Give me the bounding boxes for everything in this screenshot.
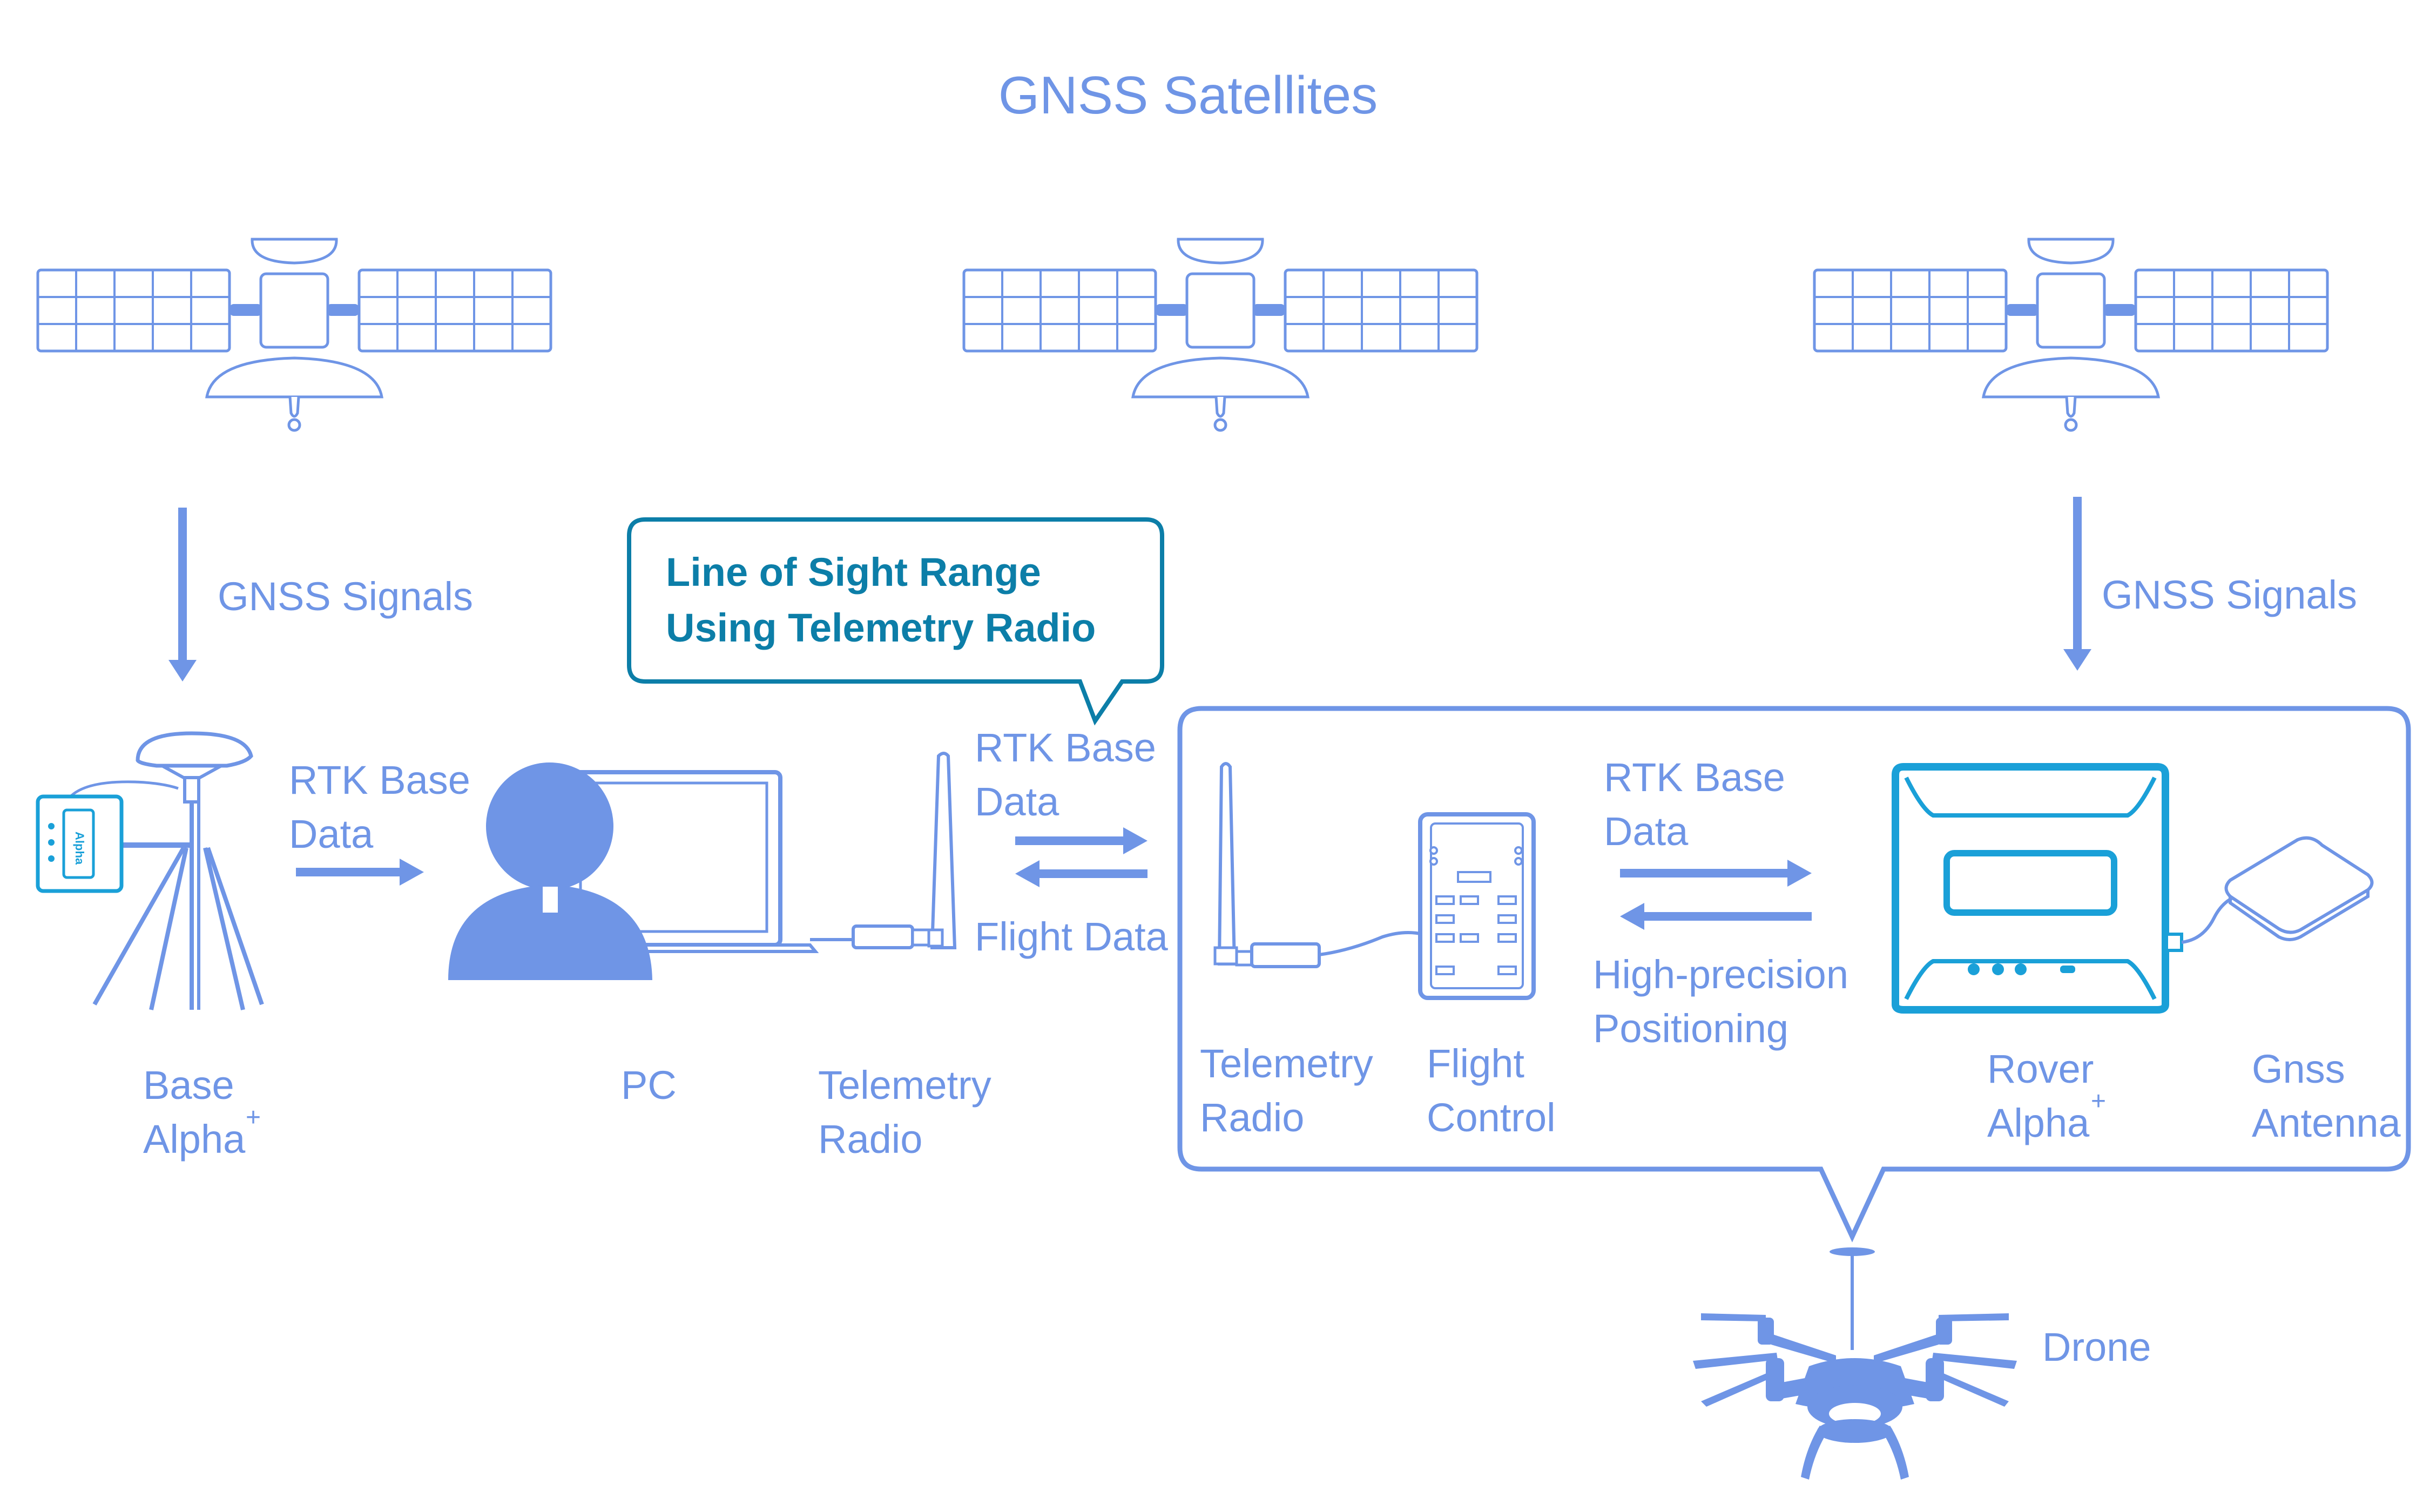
line-of-sight-callout: Line of Sight Range Using Telemetry Radi…: [627, 517, 1164, 726]
person-icon: [448, 762, 652, 980]
rtk-data-arrow-2: [1015, 827, 1148, 854]
drone-icon: [1693, 1247, 2017, 1480]
high-precision-label-b: Positioning: [1593, 1006, 1788, 1051]
rover-label-a: Rover: [1987, 1047, 2094, 1091]
satellite-icon: [1814, 239, 2327, 430]
base-label-a: Base: [143, 1063, 234, 1108]
telemetry-radio-icon: [1213, 762, 1423, 968]
rover-label-sup: +: [2091, 1087, 2106, 1116]
rtk-base-label-3a: RTK Base: [1604, 755, 1785, 800]
gnss-antenna-label-a: Gnss: [2252, 1047, 2345, 1091]
flight-data-arrow: [1015, 860, 1148, 887]
rover-receiver-icon: [1892, 763, 2183, 1014]
telemetry-label-1b: Radio: [818, 1117, 922, 1162]
gnss-signal-arrow-left: [168, 508, 197, 681]
base-label-sup: +: [246, 1103, 261, 1132]
positioning-arrow: [1620, 903, 1812, 930]
gnss-signal-arrow-right: [2063, 497, 2091, 671]
gnss-antenna-label-b: Antenna: [2252, 1101, 2401, 1145]
gnss-antenna-icon: [2181, 836, 2374, 944]
rtk-base-label-1a: RTK Base: [289, 758, 470, 802]
callout-line-1: Line of Sight Range: [666, 550, 1041, 595]
drone-label: Drone: [2042, 1325, 2151, 1369]
rtk-data-arrow-1: [296, 859, 424, 886]
flight-control-label-b: Control: [1427, 1095, 1556, 1140]
rover-label-b: Alpha: [1987, 1101, 2090, 1145]
base-station-icon: Alpha: [36, 731, 264, 1010]
rtk-base-label-2a: RTK Base: [975, 725, 1156, 770]
pc-label: PC: [621, 1063, 677, 1108]
rtk-base-label-1b: Data: [289, 812, 374, 856]
callout-line-2: Using Telemetry Radio: [666, 605, 1096, 650]
flight-controller-icon: [1418, 812, 1536, 1000]
diagram-title: GNSS Satellites: [998, 65, 1378, 125]
base-label-b: Alpha: [143, 1117, 246, 1162]
base-device-brand: Alpha: [73, 832, 86, 865]
gnss-signals-label-right: GNSS Signals: [2102, 572, 2357, 617]
telemetry-label-2b: Radio: [1200, 1095, 1304, 1140]
telemetry-label-1a: Telemetry: [818, 1063, 991, 1108]
satellite-icon: [38, 239, 551, 430]
telemetry-label-2a: Telemetry: [1200, 1041, 1373, 1086]
rtk-base-label-2b: Data: [975, 779, 1059, 824]
rtk-base-label-3b: Data: [1604, 809, 1689, 854]
gnss-signals-label-left: GNSS Signals: [218, 574, 473, 619]
flight-control-label-a: Flight: [1427, 1041, 1524, 1086]
satellite-icon: [964, 239, 1477, 430]
high-precision-label-a: High-precision: [1593, 952, 1848, 997]
rtk-data-arrow-3: [1620, 860, 1812, 887]
flight-data-label: Flight Data: [975, 914, 1169, 959]
telemetry-radio-icon: [852, 752, 957, 949]
laptop-icon: [565, 770, 819, 953]
